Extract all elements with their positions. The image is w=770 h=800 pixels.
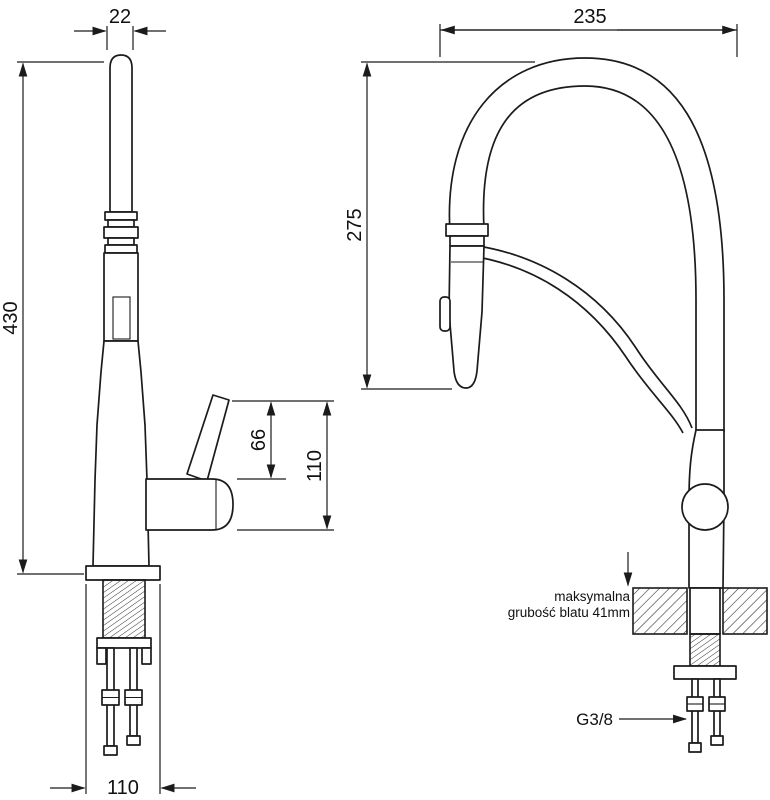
left-spray-tube <box>109 54 133 213</box>
left-collar-ring <box>104 211 138 221</box>
dim-total-height: 430 <box>0 61 104 575</box>
right-pulldown-hose <box>477 245 693 429</box>
left-threaded-shank <box>102 579 146 639</box>
counter-note-line1: maksymalna <box>554 589 630 604</box>
dim-lever-section: 66 110 <box>232 400 334 531</box>
left-collar-ring <box>103 226 139 239</box>
right-threaded-shank <box>689 633 721 667</box>
dim-top-width-label: 22 <box>109 6 131 28</box>
left-stud-cap <box>103 745 118 756</box>
countertop-right-block <box>722 587 768 635</box>
right-view: 235 275 maksymalna grubość blatu 41mm G3… <box>344 6 768 753</box>
left-bracket-arm <box>141 647 152 665</box>
left-washer-plate <box>96 637 152 649</box>
countertop <box>632 587 768 635</box>
dim-base-width-label: 110 <box>107 777 139 799</box>
right-spray-coupling <box>449 235 485 247</box>
left-mounting-hardware <box>96 579 152 756</box>
counter-note-line2: grubość blatu 41mm <box>508 605 630 620</box>
right-spray-head <box>448 245 485 389</box>
dim-lever-height-label: 66 <box>248 429 270 451</box>
dim-base-width: 110 <box>50 584 196 799</box>
right-spray-button <box>439 296 451 332</box>
left-main-column <box>92 340 150 567</box>
thread-size-text: G3/8 <box>576 710 613 729</box>
right-washer-plate <box>673 665 737 680</box>
dim-top-width: 22 <box>74 6 166 50</box>
right-gooseneck-spout <box>448 57 725 433</box>
right-shank <box>689 587 721 635</box>
dim-spout-height-label: 275 <box>344 208 366 241</box>
left-stud-cap <box>126 735 141 746</box>
left-collar-ring <box>104 244 138 254</box>
thread-size-label: G3/8 <box>576 710 688 729</box>
left-view: 22 430 66 110 110 <box>0 6 334 799</box>
right-pulldown-hose <box>471 255 684 434</box>
counter-thickness-note: maksymalna grubość blatu 41mm <box>508 552 633 620</box>
left-collar-ring <box>107 237 135 246</box>
left-base-flange <box>85 565 161 581</box>
right-spray-coupling <box>445 223 489 237</box>
dim-spout-height: 275 <box>344 61 535 390</box>
left-bracket-arm <box>96 647 107 665</box>
dim-total-height-label: 430 <box>0 301 22 334</box>
countertop-left-block <box>632 587 688 635</box>
left-body-panel <box>112 296 131 340</box>
right-stud-cap <box>710 735 724 746</box>
right-mounting-hardware <box>673 633 737 753</box>
left-cartridge-housing <box>145 478 234 531</box>
right-stud-cap <box>688 742 702 753</box>
right-handle-knob <box>681 483 729 531</box>
right-faucet-body <box>439 57 729 589</box>
dim-spout-reach: 235 <box>439 6 738 57</box>
left-collar-ring <box>107 219 135 228</box>
left-faucet-body <box>85 54 234 581</box>
left-lever-handle <box>186 394 230 482</box>
dim-section-height-label: 110 <box>304 450 326 482</box>
dim-spout-reach-label: 235 <box>573 6 606 28</box>
